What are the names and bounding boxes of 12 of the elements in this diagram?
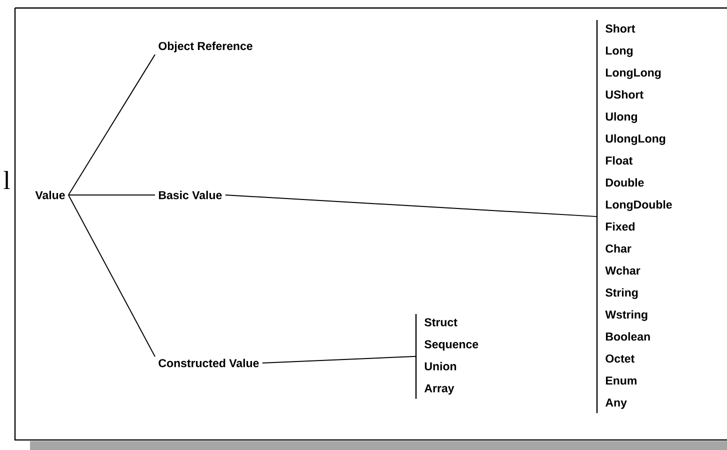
connector-line bbox=[68, 54, 156, 196]
type-list: Short Long LongLong UShort Ulong UlongLong Float Double LongDouble Fixed Char Wchar String Wstring Boolean Octet Enum Any bbox=[596, 20, 672, 414]
connector-line bbox=[224, 194, 598, 218]
connector-line bbox=[68, 194, 156, 358]
letter: l bbox=[4, 170, 10, 190]
tree-label: Basic Value bbox=[158, 190, 222, 200]
type-list: Struct Sequence Union Array bbox=[415, 314, 478, 399]
tree-label: Constructed Value bbox=[158, 358, 259, 368]
tree-label: Value bbox=[35, 190, 65, 200]
tree-label: Object Reference bbox=[158, 42, 252, 52]
connector-line bbox=[68, 194, 156, 196]
connector-line bbox=[262, 356, 416, 364]
